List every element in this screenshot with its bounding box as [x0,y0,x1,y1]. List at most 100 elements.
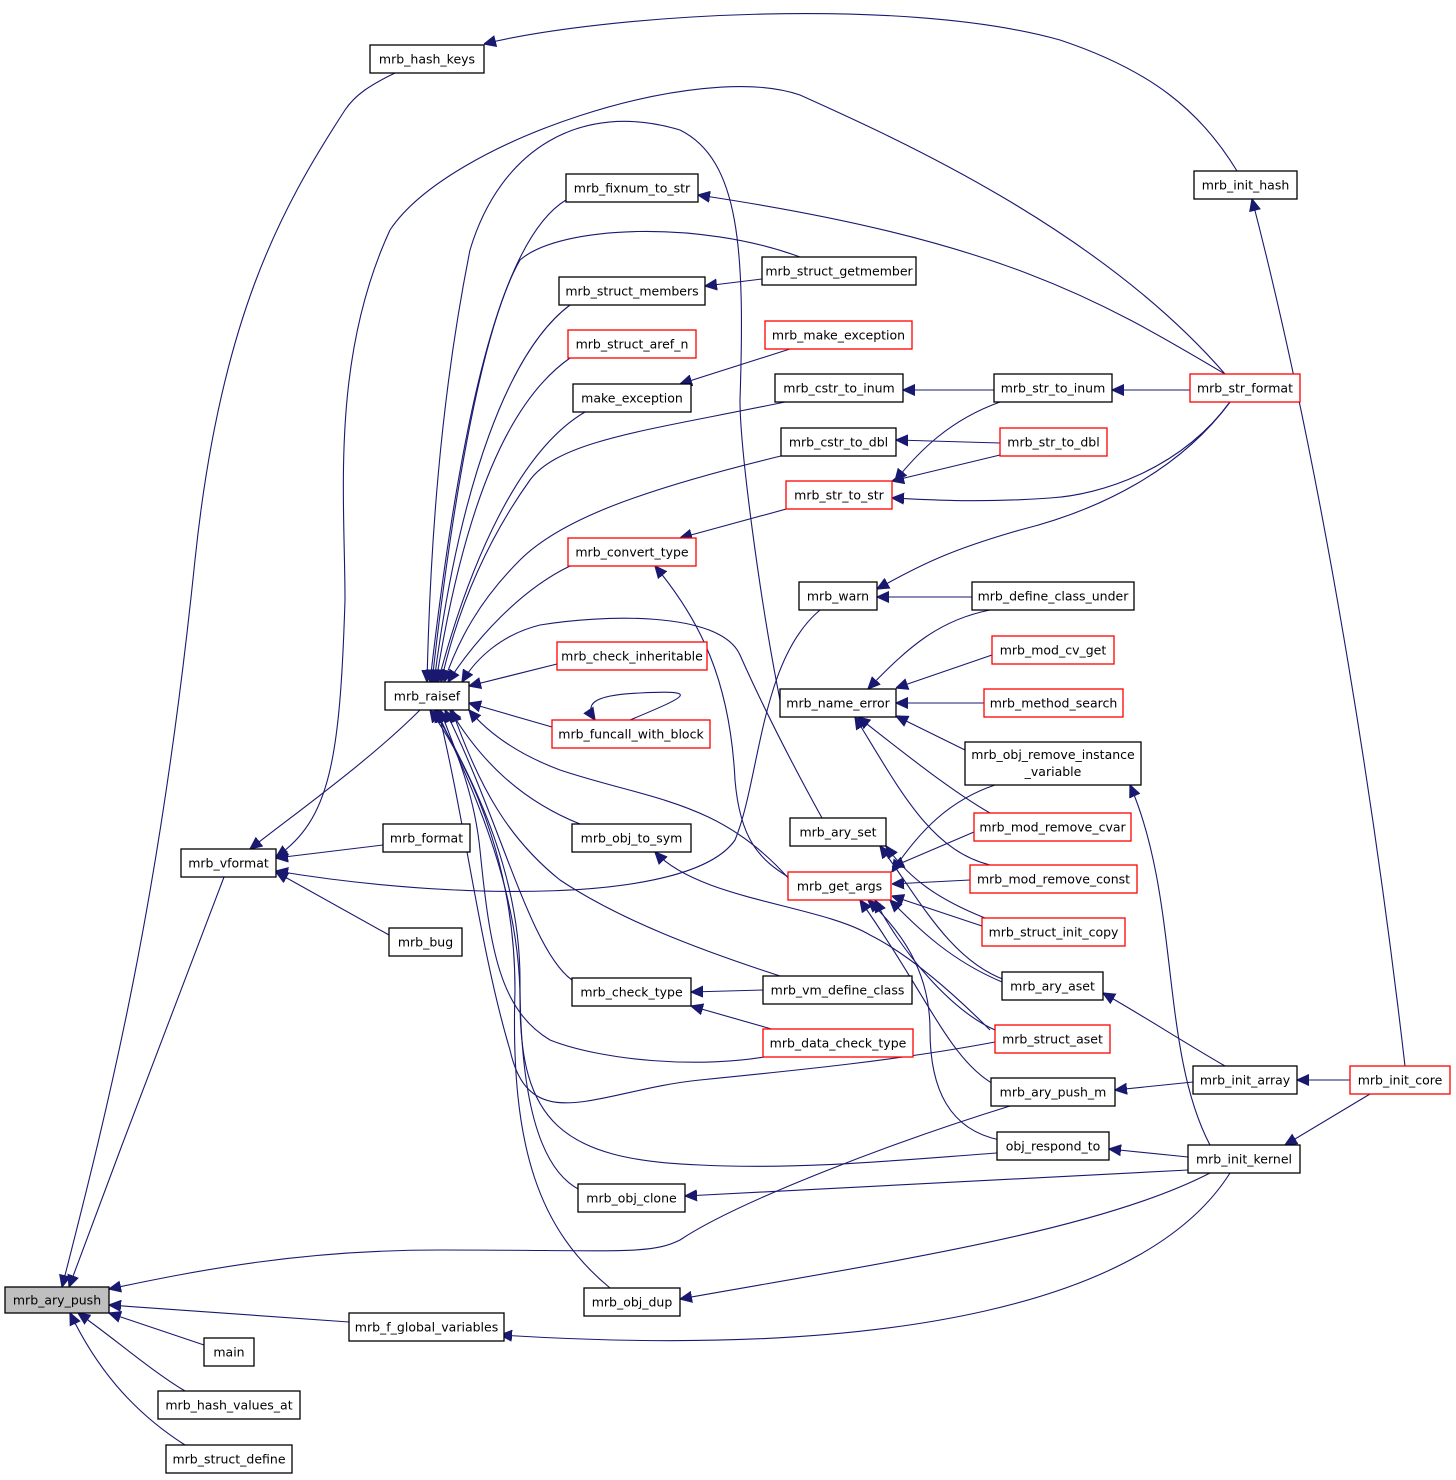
edge-mrb_struct_getmember-to-mrb_struct_members [705,278,763,286]
node-box [991,635,1115,665]
node-mrb-check-type[interactable]: mrb_check_type [571,977,692,1007]
node-box [981,917,1126,947]
node-label: mrb_define_class_under [978,589,1130,604]
node-mrb-struct-aref-n[interactable]: mrb_struct_aref_n [567,329,697,359]
node-label: mrb_obj_dup [592,1295,673,1310]
node-mrb-obj-to-sym[interactable]: mrb_obj_to_sym [571,823,692,853]
edge-obj_respond_to-to-mrb_raisef [436,710,998,1167]
node-label: mrb_ary_set [799,825,876,840]
node-mrb-struct-aset[interactable]: mrb_struct_aset [994,1024,1111,1054]
edge-mrb_mod_remove_const-to-mrb_name_error [855,717,991,866]
edge-mrb_vformat-to-mrb_ary_push [69,876,225,1287]
node-label: mrb_obj_remove_instance [971,747,1135,762]
node-mrb-init-hash[interactable]: mrb_init_hash [1193,170,1298,200]
node-mrb-format[interactable]: mrb_format [382,823,471,853]
node-box [382,823,471,853]
node-mrb-convert-type[interactable]: mrb_convert_type [567,537,697,567]
edge-mrb_obj_remove_instance_variable-to-mrb_name_error [896,716,966,751]
node-mrb-get-args[interactable]: mrb_get_args [787,871,892,901]
node-mrb-ary-push-m[interactable]: mrb_ary_push_m [990,1077,1116,1107]
node-mrb-hash-keys[interactable]: mrb_hash_keys [369,44,485,74]
node-main[interactable]: main [203,1337,255,1367]
edge-mrb_obj_to_sym-to-mrb_raisef [450,710,581,825]
node-box [567,329,697,359]
edge-mrb_str_to_dbl-to-mrb_cstr_to_dbl [896,440,1001,443]
node-mrb-check-inheritable[interactable]: mrb_check_inheritable [556,641,708,671]
edge-mrb_ary_push_m-to-mrb_ary_push [109,1105,1011,1289]
node-mrb-hash-values-at[interactable]: mrb_hash_values_at [157,1390,301,1420]
edge-mrb_obj_to_sym-to-mrb_get_args [655,852,991,1031]
node-obj-respond-to[interactable]: obj_respond_to [996,1131,1110,1161]
node-mrb-ary-set[interactable]: mrb_ary_set [789,817,887,847]
node-box [556,641,708,671]
node-label: mrb_ary_aset [1010,979,1095,994]
edges [62,13,1406,1446]
edge-mrb_check_inheritable-to-mrb_raisef [469,663,558,686]
node-mrb-data-check-type[interactable]: mrb_data_check_type [762,1028,914,1058]
node-label: mrb_struct_init_copy [989,925,1119,940]
node-mrb-funcall-with-block[interactable]: mrb_funcall_with_block [551,719,711,749]
node-mrb-struct-members[interactable]: mrb_struct_members [558,276,706,306]
node-mrb-str-to-str[interactable]: mrb_str_to_str [785,480,893,510]
node-mrb-mod-remove-cvar[interactable]: mrb_mod_remove_cvar [973,812,1132,842]
node-mrb-str-to-inum[interactable]: mrb_str_to_inum [993,373,1113,403]
node-box [348,1312,505,1342]
node-label: mrb_obj_clone [586,1191,677,1206]
node-mrb-init-array[interactable]: mrb_init_array [1192,1065,1298,1095]
edge-mrb_init_core-to-mrb_init_kernel [1285,1093,1371,1145]
node-mrb-ary-push[interactable]: mrb_ary_push [4,1286,110,1314]
node-mrb-obj-dup[interactable]: mrb_obj_dup [583,1287,681,1317]
node-mrb-method-search[interactable]: mrb_method_search [983,688,1124,718]
node-mrb-str-format[interactable]: mrb_str_format [1189,373,1301,403]
node-label: mrb_method_search [990,696,1118,711]
edge-mrb_struct_aset-to-mrb_raisef [438,710,996,1104]
node-box [787,871,892,901]
node-mrb-ary-aset[interactable]: mrb_ary_aset [1001,971,1104,1001]
node-mrb-init-kernel[interactable]: mrb_init_kernel [1187,1144,1301,1174]
node-mrb-mod-remove-const[interactable]: mrb_mod_remove_const [969,864,1138,894]
node-mrb-str-to-dbl[interactable]: mrb_str_to_dbl [999,427,1108,457]
node-label: mrb_init_core [1358,1073,1443,1088]
node-mrb-vm-define-class[interactable]: mrb_vm_define_class [762,975,913,1005]
edge-mrb_init_array-to-mrb_ary_push_m [1115,1081,1194,1090]
node-label: mrb_check_inheritable [561,649,703,664]
node-mrb-cstr-to-inum[interactable]: mrb_cstr_to_inum [774,373,904,403]
node-box [789,817,887,847]
node-mrb-mod-cv-get[interactable]: mrb_mod_cv_get [991,635,1115,665]
node-label: mrb_mod_cv_get [1000,643,1107,658]
node-box [969,864,1138,894]
node-mrb-define-class-under[interactable]: mrb_define_class_under [971,581,1135,611]
node-mrb-fixnum-to-str[interactable]: mrb_fixnum_to_str [565,173,699,203]
node-mrb-bug[interactable]: mrb_bug [388,927,463,957]
node-box [798,581,878,611]
node-label: mrb_funcall_with_block [558,727,704,742]
node-box [1001,971,1104,1001]
node-make-exception[interactable]: make_exception [572,383,692,413]
node-box [993,373,1113,403]
edge-mrb_cstr_to_inum-to-mrb_raisef [441,401,786,682]
edge-mrb_struct_members-to-mrb_raisef [434,304,571,682]
node-mrb-obj-remove-instance-variable[interactable]: mrb_obj_remove_instance_variable [964,741,1142,786]
node-mrb-init-core[interactable]: mrb_init_core [1349,1065,1451,1095]
node-mrb-f-global-variables[interactable]: mrb_f_global_variables [348,1312,505,1342]
node-mrb-struct-init-copy[interactable]: mrb_struct_init_copy [981,917,1126,947]
node-label: mrb_hash_values_at [165,1398,292,1413]
node-box [180,848,277,878]
node-mrb-cstr-to-dbl[interactable]: mrb_cstr_to_dbl [780,427,897,457]
edge-mrb_init_kernel-to-mrb_obj_clone [685,1169,1189,1196]
node-mrb-obj-clone[interactable]: mrb_obj_clone [577,1183,686,1213]
node-mrb-struct-getmember[interactable]: mrb_struct_getmember [761,256,917,286]
node-label: mrb_ary_push [13,1293,101,1308]
node-box [971,581,1135,611]
node-mrb-struct-define[interactable]: mrb_struct_define [165,1444,293,1474]
node-mrb-raisef[interactable]: mrb_raisef [384,681,470,711]
node-label: mrb_str_to_inum [1001,381,1106,396]
node-mrb-vformat[interactable]: mrb_vformat [180,848,277,878]
node-mrb-make-exception[interactable]: mrb_make_exception [764,320,913,350]
node-mrb-name-error[interactable]: mrb_name_error [779,688,897,718]
edge-make_exception-to-mrb_raisef [438,411,586,682]
node-box [999,427,1108,457]
edge-mrb_raisef-to-mrb_vformat [250,709,421,849]
node-mrb-warn[interactable]: mrb_warn [798,581,878,611]
